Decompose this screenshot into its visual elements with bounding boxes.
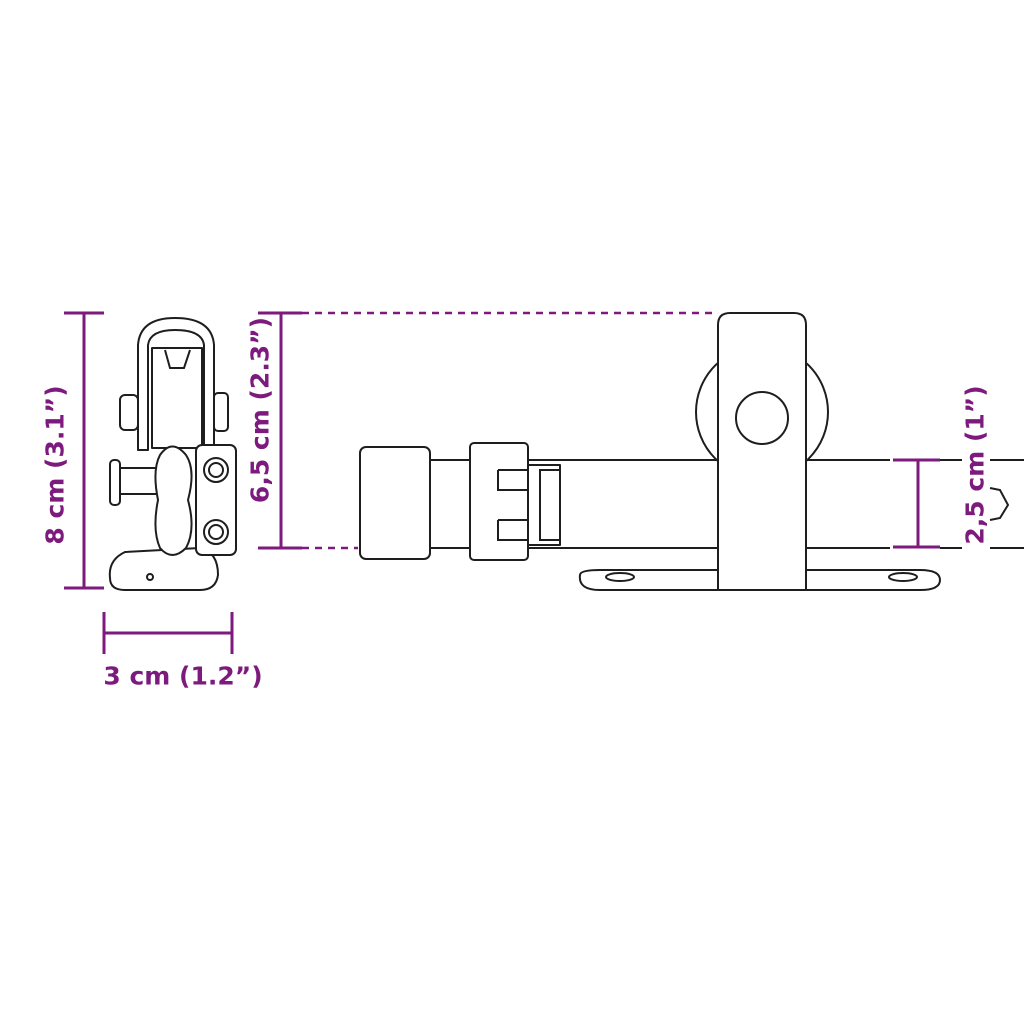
front-view-rail [359, 312, 1024, 591]
dimension-lines [64, 311, 940, 654]
height-total-label: 8 cm (3.1”) [40, 385, 70, 545]
width-label: 3 cm (1.2”) [103, 661, 263, 691]
hanger-height-label: 6,5 cm (2.3”) [245, 316, 275, 504]
side-view-roller [108, 317, 237, 591]
rail-height-label: 2,5 cm (1”) [960, 385, 990, 545]
